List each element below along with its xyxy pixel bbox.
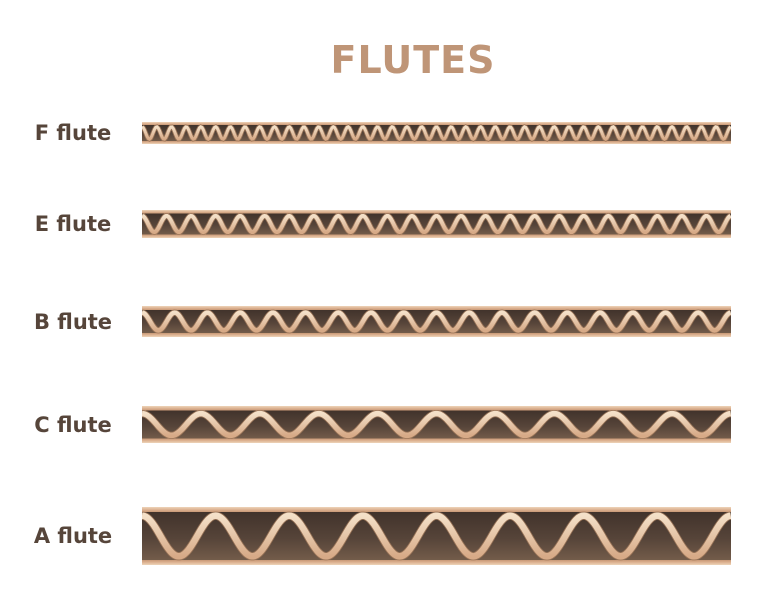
flute-strip-a <box>142 507 731 565</box>
flute-strip-b <box>142 306 731 337</box>
flute-label-b: B flute <box>33 309 113 334</box>
flute-strip-e <box>142 210 731 238</box>
flute-strip-c <box>142 406 731 443</box>
flute-label-f: F flute <box>34 121 112 145</box>
flute-label-e: E flute <box>34 212 112 236</box>
flute-label-c: C flute <box>34 412 112 437</box>
flute-label-a: A flute <box>33 524 113 548</box>
flute-strip-f <box>142 122 731 144</box>
page-title: FLUTES <box>330 38 496 82</box>
